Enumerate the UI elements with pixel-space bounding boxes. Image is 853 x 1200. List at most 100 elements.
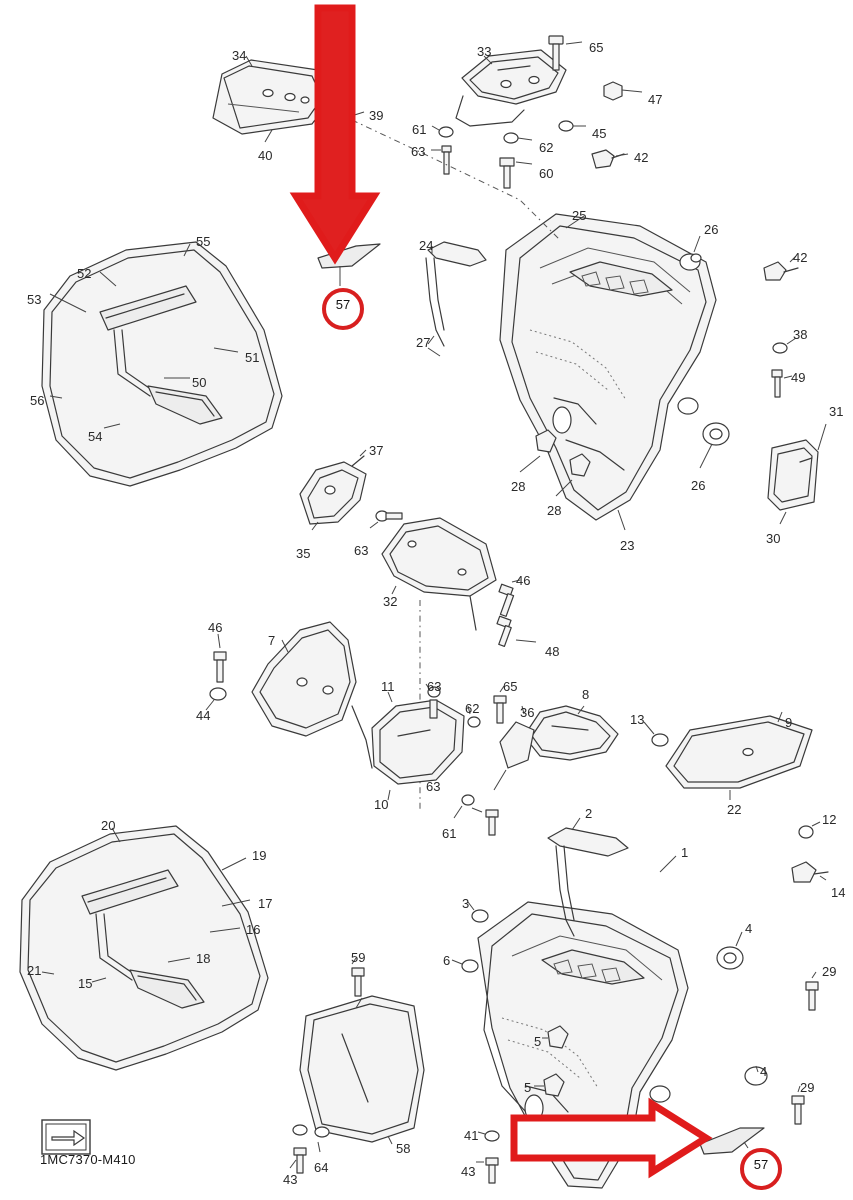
part-30-unit [767,423,827,525]
part-number-43: 43 [283,1172,298,1187]
part-number-36: 36 [520,705,535,720]
part-number-45: 45 [592,126,607,141]
part-number-33: 33 [477,44,492,59]
part-number-65: 65 [503,679,518,694]
part-number-61: 61 [412,122,427,137]
part-number-42: 42 [793,250,808,265]
part-number-48: 48 [545,644,560,659]
part-3-6-clips [451,901,489,973]
part-number-52: 52 [77,266,92,281]
part-number-5: 5 [524,1080,532,1095]
part-number-38: 38 [793,327,808,342]
part-47-nut [603,81,643,101]
part-number-53: 53 [27,292,42,307]
part-number-2: 2 [585,806,593,821]
part-45-clip [558,120,586,132]
leader-57-bottom [743,1141,749,1149]
part-57-bottom-piece [699,1127,765,1155]
part-number-34: 34 [232,48,247,63]
part-number-63: 63 [354,543,369,558]
part-number-37: 37 [369,443,384,458]
part-number-26: 26 [691,478,706,493]
part-number-56: 56 [30,393,45,408]
part-5-clips [534,1025,569,1097]
part-42-grommet [591,149,629,169]
part-number-46: 46 [516,573,531,588]
part-number-22: 22 [727,802,742,817]
part-65-bolt-top [548,35,583,71]
part-8-bracket [493,705,619,791]
part-number-4: 4 [745,921,753,936]
part-number-63: 63 [427,679,442,694]
part-number-29: 29 [822,964,837,979]
part-number-47: 47 [648,92,663,107]
part-number-28: 28 [511,479,526,494]
part-number-60: 60 [539,166,554,181]
part-32-bracket [381,517,497,631]
red-arrow-top [289,4,381,265]
part-number-27: 27 [416,335,431,350]
part-number-32: 32 [383,594,398,609]
callout-badge-57-top: 57 [322,288,364,330]
part-number-58: 58 [396,1141,411,1156]
part-number-62: 62 [465,701,480,716]
fasteners-mid-bottom [453,685,507,836]
part-number-6: 6 [443,953,451,968]
part-number-61: 61 [442,826,457,841]
part-58-panel [299,957,425,1145]
leader-27 [427,347,441,357]
part-number-17: 17 [258,896,273,911]
part-number-7: 7 [268,633,276,648]
callout-badge-57-bottom: 57 [740,1148,782,1190]
part-number-26: 26 [704,222,719,237]
part-number-23: 23 [620,538,635,553]
part-number-43: 43 [461,1164,476,1179]
part-63-mid [369,510,403,529]
part-28-clips [519,429,591,497]
part-number-31: 31 [829,404,844,419]
part-number-50: 50 [192,375,207,390]
part-2-rod [547,817,629,937]
part-number-3: 3 [462,896,470,911]
part-number-54: 54 [88,429,103,444]
part-9-panel [665,711,813,800]
part-number-18: 18 [196,951,211,966]
part-number-55: 55 [196,234,211,249]
part-number-28: 28 [547,503,562,518]
part-4-washers [735,931,759,1073]
drawing-number: 1MC7370-M410 [40,1152,136,1167]
part-number-10: 10 [374,797,389,812]
part-38-49 [771,337,797,398]
part-number-4: 4 [760,1064,768,1079]
part-number-11: 11 [381,679,395,694]
part-number-29: 29 [800,1080,815,1095]
part-number-63: 63 [426,779,441,794]
part-42-right [763,255,799,281]
part-46-44 [205,633,227,711]
part-number-1: 1 [681,845,689,860]
part-number-5: 5 [534,1034,542,1049]
part-number-9: 9 [785,715,793,730]
part-number-64: 64 [314,1160,329,1175]
part-13-clip [643,721,669,747]
part-number-20: 20 [101,818,116,833]
part-43-64 [289,1124,330,1174]
part-10-housing [371,683,465,801]
part-29-bolts [791,971,819,1125]
part-7-bracket [251,621,373,769]
part-number-13: 13 [630,712,645,727]
part-61-63-fasteners [431,125,454,175]
fwd-symbol [41,1119,91,1155]
part-number-8: 8 [582,687,590,702]
part-number-63: 63 [411,144,426,159]
callout-label: 57 [753,1157,769,1172]
part-number-62: 62 [539,140,554,155]
part-number-59: 59 [351,950,366,965]
part-number-15: 15 [78,976,93,991]
part-24-rod [425,241,487,347]
part-number-49: 49 [791,370,806,385]
part-41-43 [476,1130,500,1184]
part-number-25: 25 [572,208,587,223]
